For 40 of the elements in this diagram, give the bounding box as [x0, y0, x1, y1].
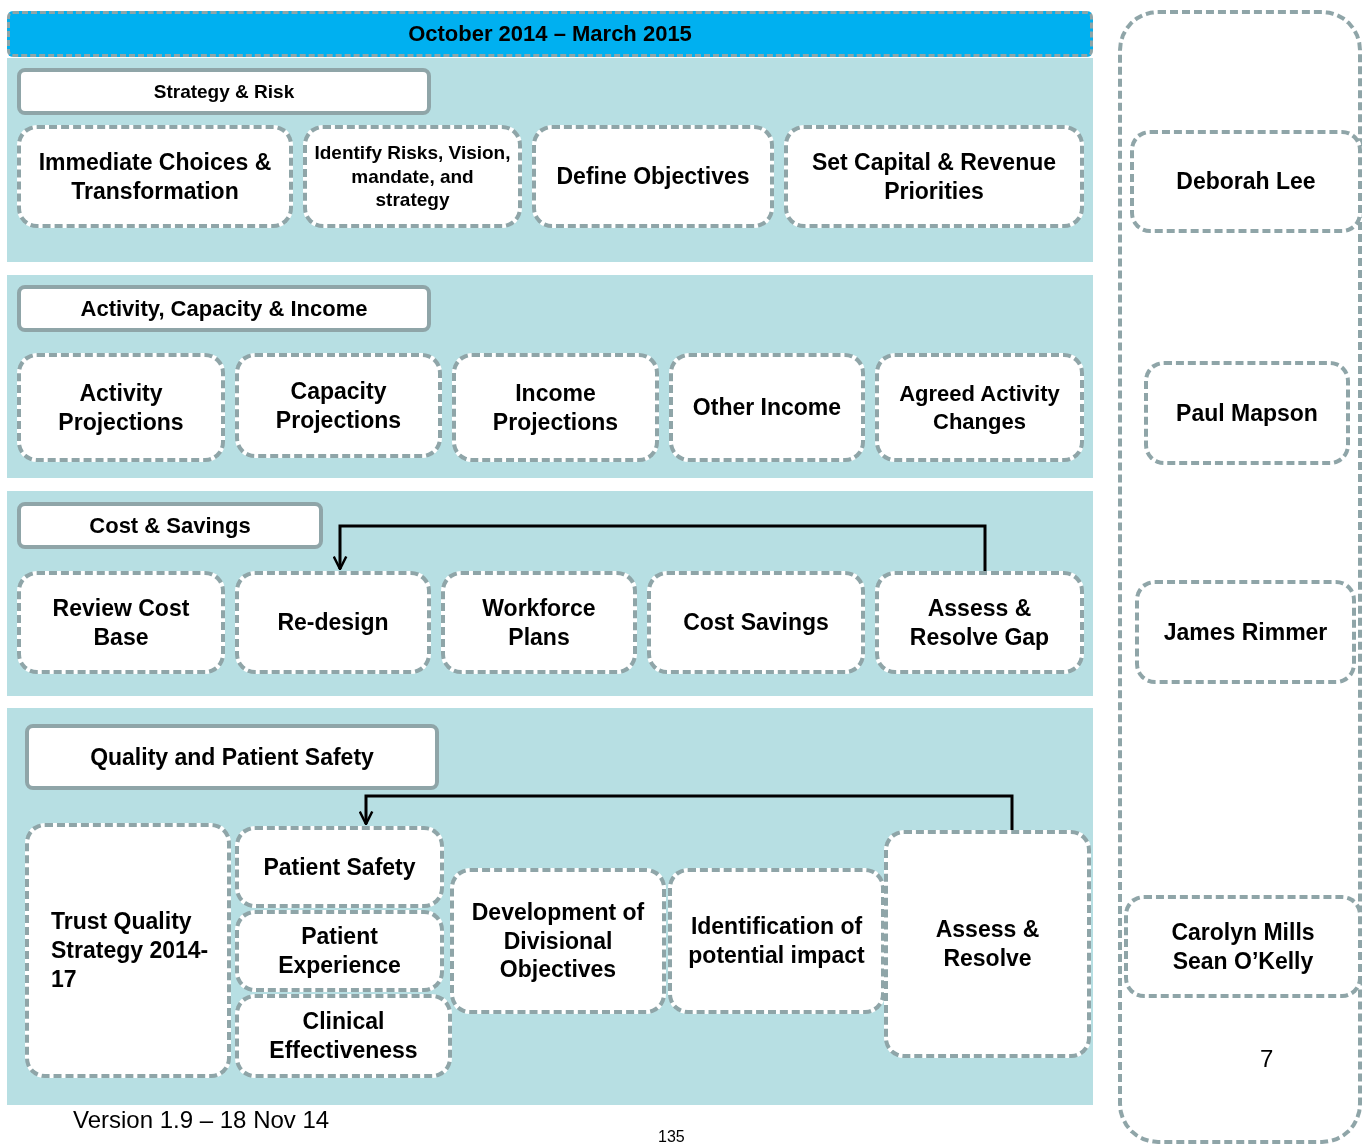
section-band	[7, 58, 1093, 262]
page-number: 135	[658, 1128, 685, 1146]
process-box: Re-design	[235, 571, 431, 674]
process-box: Carolyn Mills Sean O’Kelly	[1124, 895, 1362, 998]
process-box: Deborah Lee	[1130, 130, 1362, 233]
process-box: Trust Quality Strategy 2014-17	[25, 823, 231, 1078]
process-box: Workforce Plans	[441, 571, 637, 674]
process-box: Income Projections	[452, 353, 659, 462]
process-box: James Rimmer	[1135, 580, 1356, 684]
section-band	[7, 708, 1093, 1105]
process-box: Agreed Activity Changes	[875, 353, 1084, 462]
process-box: Other Income	[669, 353, 865, 462]
process-box: Assess & Resolve	[884, 830, 1091, 1058]
process-box: Assess & Resolve Gap	[875, 571, 1084, 674]
process-box: Identify Risks, Vision, mandate, and strategy	[303, 125, 522, 228]
process-box: Cost Savings	[647, 571, 865, 674]
process-box: Set Capital & Revenue Priorities	[784, 125, 1084, 228]
process-box: Immediate Choices & Transformation	[17, 125, 293, 228]
process-box: Capacity Projections	[235, 353, 442, 458]
process-box: Activity Projections	[17, 353, 225, 462]
process-box: Define Objectives	[532, 125, 774, 228]
process-box: Identification of potential impact	[668, 868, 885, 1014]
section-heading: Quality and Patient Safety	[25, 724, 439, 790]
section-band	[7, 491, 1093, 696]
section-heading: Strategy & Risk	[17, 68, 431, 115]
process-box: Clinical Effectiveness	[235, 994, 452, 1078]
section-band	[7, 275, 1093, 478]
process-box: Patient Safety	[235, 826, 444, 908]
process-box: Paul Mapson	[1144, 361, 1350, 465]
section-heading: Activity, Capacity & Income	[17, 285, 431, 332]
page-number: 7	[1260, 1045, 1274, 1073]
process-box: Development of Divisional Objectives	[450, 868, 666, 1014]
dashed-column	[1118, 10, 1362, 1144]
process-box: Patient Experience	[235, 910, 444, 992]
connector-arrow	[358, 794, 1014, 830]
timeline-header: October 2014 – March 2015	[7, 11, 1093, 57]
connector-arrow	[332, 524, 987, 571]
version-note: Version 1.9 – 18 Nov 14	[73, 1106, 330, 1134]
process-box: Review Cost Base	[17, 571, 225, 674]
section-heading: Cost & Savings	[17, 502, 323, 549]
